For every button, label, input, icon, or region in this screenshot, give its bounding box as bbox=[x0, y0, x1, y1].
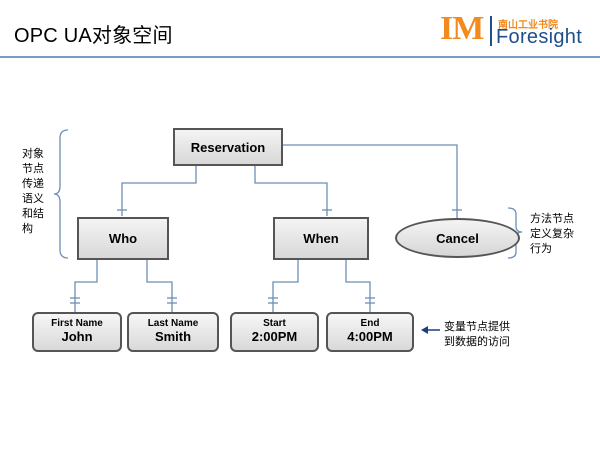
variable-arrow bbox=[421, 326, 440, 334]
connector-when-end bbox=[345, 260, 371, 312]
method-note-line-1: 方法节点 bbox=[530, 213, 574, 225]
first-name-value: John bbox=[61, 329, 93, 344]
object-note-line-2: 节点 bbox=[22, 163, 44, 175]
object-note-line-3: 传递 bbox=[22, 178, 44, 190]
last-name-label: Last Name bbox=[147, 318, 199, 329]
when-label: When bbox=[303, 231, 339, 246]
connector-reservation-when bbox=[254, 166, 328, 216]
variable-note-line-2: 到数据的访问 bbox=[444, 336, 510, 348]
who-label: Who bbox=[108, 231, 138, 246]
end-node[interactable]: End 4:00PM bbox=[326, 312, 414, 352]
logo-foresight-text: Foresight bbox=[496, 26, 583, 48]
object-note-line-1: 对象 bbox=[22, 148, 44, 160]
variable-node-note: 变量节点提供 到数据的访问 bbox=[444, 320, 534, 350]
brand-logo: IM 南山工业书院 Foresight bbox=[440, 10, 600, 50]
page-title: OPC UA对象空间 bbox=[14, 25, 173, 47]
first-name-node[interactable]: First Name John bbox=[32, 312, 122, 352]
logo-chinese-text: 南山工业书院 bbox=[498, 20, 558, 31]
method-node-note: 方法节点 定义复杂 行为 bbox=[530, 212, 596, 257]
first-name-label: First Name bbox=[51, 318, 103, 329]
method-note-line-3: 行为 bbox=[530, 243, 552, 255]
when-node[interactable]: When bbox=[273, 217, 369, 260]
last-name-node[interactable]: Last Name Smith bbox=[127, 312, 219, 352]
cancel-label: Cancel bbox=[436, 230, 479, 246]
connector-when-start bbox=[272, 260, 299, 312]
object-node-note: 对象 节点 传递 语义 和结 构 bbox=[22, 147, 52, 237]
title-divider bbox=[0, 56, 600, 58]
right-brace bbox=[507, 207, 523, 259]
left-brace bbox=[53, 129, 69, 259]
end-value: 4:00PM bbox=[347, 329, 393, 344]
logo-divider bbox=[490, 16, 492, 46]
start-node[interactable]: Start 2:00PM bbox=[230, 312, 319, 352]
start-label: Start bbox=[263, 318, 286, 329]
reservation-node[interactable]: Reservation bbox=[173, 128, 283, 166]
cancel-method-node[interactable]: Cancel bbox=[395, 218, 520, 258]
object-note-line-4: 语义 bbox=[22, 193, 44, 205]
reservation-label: Reservation bbox=[190, 139, 266, 155]
method-note-line-2: 定义复杂 bbox=[530, 228, 574, 240]
start-value: 2:00PM bbox=[251, 329, 298, 344]
object-note-line-6: 构 bbox=[22, 223, 33, 235]
last-name-value: Smith bbox=[154, 329, 192, 344]
variable-note-line-1: 变量节点提供 bbox=[444, 321, 510, 333]
connector-reservation-cancel bbox=[282, 144, 458, 218]
who-node[interactable]: Who bbox=[77, 217, 169, 260]
connector-who-firstname bbox=[74, 260, 98, 312]
end-label: End bbox=[360, 318, 380, 329]
object-note-line-5: 和结 bbox=[22, 208, 44, 220]
logo-im-mark: IM bbox=[440, 10, 484, 47]
connector-reservation-who bbox=[121, 166, 197, 216]
connector-who-lastname bbox=[146, 260, 173, 312]
